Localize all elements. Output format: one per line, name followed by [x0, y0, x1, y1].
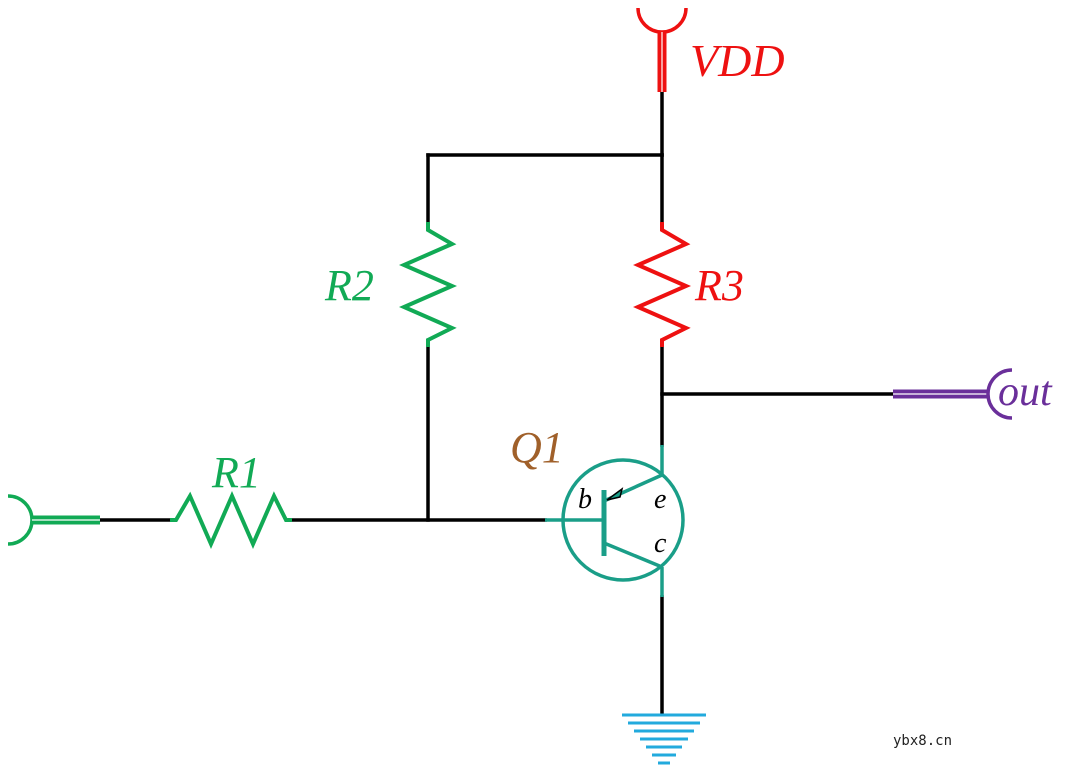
input-port-arc: [7, 494, 34, 546]
vdd-port-arc: [636, 7, 688, 34]
transistor-q1: [545, 445, 685, 597]
q1-base-pin-label: b: [578, 484, 592, 515]
q1-emitter-arrow: [606, 487, 624, 501]
resistor-r2: [399, 222, 457, 347]
r2-label: R2: [324, 261, 374, 310]
q1-collector-pin-label: c: [654, 528, 667, 559]
watermark: ybx8.cn: [893, 733, 953, 749]
r1-label: R1: [211, 448, 261, 497]
q1-label: Q1: [510, 423, 564, 472]
q1-emitter-pin-label: e: [654, 484, 666, 515]
output-port: [893, 368, 1013, 420]
output-port-arc: [986, 368, 1013, 420]
resistor-r1: [170, 491, 292, 549]
r3-label: R3: [694, 261, 744, 310]
resistor-r3: [633, 222, 691, 347]
ground-symbol: [622, 713, 706, 765]
wires: [98, 90, 895, 714]
q1-collector-diagonal: [603, 541, 663, 569]
out-label: out: [998, 369, 1053, 415]
vdd-port: [636, 7, 688, 92]
input-port: [7, 494, 100, 546]
vdd-label: VDD: [690, 35, 785, 86]
